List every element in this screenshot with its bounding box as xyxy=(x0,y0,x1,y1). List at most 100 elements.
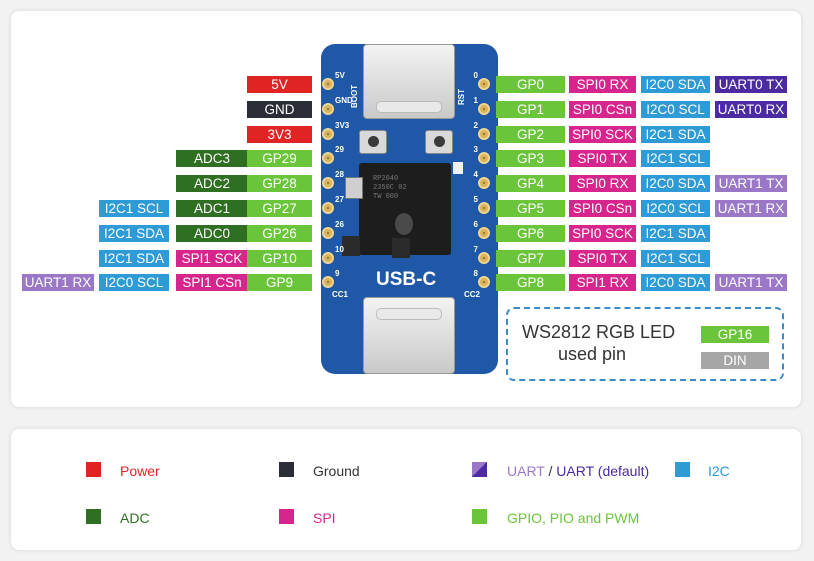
led-title-line1: WS2812 RGB LED xyxy=(522,322,676,342)
legend-swatch-i2c xyxy=(675,462,690,477)
pin-silk-number: 28 xyxy=(335,170,344,180)
legend-label-power: Power xyxy=(120,463,160,479)
pin-label-adc3: ADC3 xyxy=(176,150,248,168)
left-pin-pad xyxy=(322,127,334,140)
pin-label-gp1: GP1 xyxy=(496,100,565,118)
pin-label-gp28: GP28 xyxy=(247,175,312,193)
pin-label-3v3: 3V3 xyxy=(247,125,312,143)
pin-silk-number: 7 xyxy=(473,244,478,254)
left-pin-pad xyxy=(322,152,334,165)
led-din-label: DIN xyxy=(701,352,769,369)
pin-label-i2c1-scl: I2C1 SCL xyxy=(641,249,710,267)
pin-silk-number: 1 xyxy=(473,95,478,105)
pin-label-gp0: GP0 xyxy=(496,76,565,93)
legend-swatch-adc xyxy=(86,509,101,524)
pin-label-uart1-tx: UART1 TX xyxy=(715,175,787,193)
pin-silk-number: 9 xyxy=(335,269,340,279)
left-pin-pad xyxy=(322,251,334,264)
pin-label-spi0-sck: SPI0 SCK xyxy=(569,125,636,143)
pin-label-i2c0-sda: I2C0 SDA xyxy=(641,274,710,292)
rgb-led xyxy=(453,162,463,174)
pin-silk-number: 2 xyxy=(473,120,478,130)
left-pin-pad xyxy=(322,177,334,190)
pin-silk-number: 27 xyxy=(335,195,344,204)
pin-label-adc2: ADC2 xyxy=(176,175,248,193)
legend-label-uart-a: UART xyxy=(507,463,545,479)
pin-label-i2c1-scl: I2C1 SCL xyxy=(641,150,710,168)
pin-label-uart0-rx: UART0 RX xyxy=(715,100,787,118)
legend-label-ground: Ground xyxy=(313,463,360,479)
pin-label-spi0-sck: SPI0 SCK xyxy=(569,224,636,242)
right-pin-pad xyxy=(478,276,490,289)
legend-swatch-spi xyxy=(279,509,294,524)
chip-text-line: RP2040 xyxy=(373,175,399,183)
pin-label-spi1-csn: SPI1 CSn xyxy=(176,274,248,292)
pin-label-i2c0-scl: I2C0 SCL xyxy=(641,100,710,118)
pin-label-gp10: GP10 xyxy=(247,249,312,267)
pin-label-gnd: GND xyxy=(247,100,312,118)
crystal xyxy=(345,177,363,199)
pin-silk-number: 5 xyxy=(473,195,478,204)
legend-swatch-gpio xyxy=(472,509,487,524)
legend-label-i2c: I2C xyxy=(708,463,730,479)
legend-swatch-ground xyxy=(279,462,294,477)
right-pin-pad xyxy=(478,127,490,140)
legend-label-gpio: GPIO, PIO and PWM xyxy=(507,510,640,526)
usb-c-silk-label: USB-C xyxy=(376,269,437,290)
pin-silk-number: 0 xyxy=(473,71,478,80)
pin-label-uart1-rx: UART1 RX xyxy=(22,274,94,292)
pin-label-adc1: ADC1 xyxy=(176,200,248,217)
pin-label-uart1-rx: UART1 RX xyxy=(715,200,787,217)
pin-label-spi0-tx: SPI0 TX xyxy=(569,150,636,168)
pin-silk-number: 5V xyxy=(335,71,345,80)
pin-silk-number: 3 xyxy=(473,145,478,155)
legend-label-uart: UART / UART (default) xyxy=(507,463,649,479)
pin-silk-number: 29 xyxy=(335,145,344,155)
cc2-silk-label: CC2 xyxy=(464,290,481,299)
pin-label-gp5: GP5 xyxy=(496,200,565,217)
pin-silk-number: 6 xyxy=(473,219,478,229)
pin-label-spi0-rx: SPI0 RX xyxy=(569,76,636,93)
legend-label-spi: SPI xyxy=(313,510,336,526)
pin-label-gp2: GP2 xyxy=(496,125,565,143)
left-pin-pad xyxy=(322,78,334,90)
legend-swatch-power xyxy=(86,462,101,477)
pin-silk-number: 8 xyxy=(473,269,478,279)
regulator-chip xyxy=(392,238,410,258)
cc1-silk-label: CC1 xyxy=(332,290,349,299)
right-pin-pad xyxy=(478,102,490,115)
pin-label-5v: 5V xyxy=(247,76,312,93)
pin-label-gp9: GP9 xyxy=(247,274,312,292)
right-pin-pad xyxy=(478,78,490,90)
pin-label-i2c1-sda: I2C1 SDA xyxy=(99,224,169,242)
pin-label-gp29: GP29 xyxy=(247,150,312,168)
legend-panel xyxy=(11,429,801,550)
right-pin-pad xyxy=(478,202,490,214)
pin-silk-number: 26 xyxy=(335,219,344,229)
pin-label-i2c0-scl: I2C0 SCL xyxy=(99,274,169,292)
pin-label-i2c1-sda: I2C1 SDA xyxy=(641,125,710,143)
right-pin-pad xyxy=(478,251,490,264)
pin-label-i2c0-sda: I2C0 SDA xyxy=(641,76,710,93)
pin-label-gp6: GP6 xyxy=(496,224,565,242)
ws2812-info-box: WS2812 RGB LED used pin GP16 DIN xyxy=(506,307,784,381)
led-title-line2: used pin xyxy=(557,344,627,364)
legend-swatch-uart xyxy=(472,462,487,477)
pin-label-i2c0-sda: I2C0 SDA xyxy=(641,175,710,193)
pin-label-spi0-csn: SPI0 CSn xyxy=(569,200,636,217)
legend-label-adc: ADC xyxy=(120,510,150,526)
left-pin-pad xyxy=(322,202,334,214)
pin-label-spi0-rx: SPI0 RX xyxy=(569,175,636,193)
pin-label-spi1-sck: SPI1 SCK xyxy=(176,249,248,267)
left-pin-pad xyxy=(322,276,334,289)
pin-label-uart0-tx: UART0 TX xyxy=(715,76,787,93)
pin-label-i2c1-scl: I2C1 SCL xyxy=(99,200,169,217)
pin-label-gp27: GP27 xyxy=(247,200,312,217)
raspberry-logo-icon xyxy=(395,213,413,235)
legend-label-uart-b: UART (default) xyxy=(556,463,650,479)
right-pin-pad xyxy=(478,152,490,165)
left-pin-pad xyxy=(322,226,334,239)
left-pin-pad xyxy=(322,102,334,115)
led-gpio-label: GP16 xyxy=(701,326,769,343)
pin-label-gp4: GP4 xyxy=(496,175,565,193)
